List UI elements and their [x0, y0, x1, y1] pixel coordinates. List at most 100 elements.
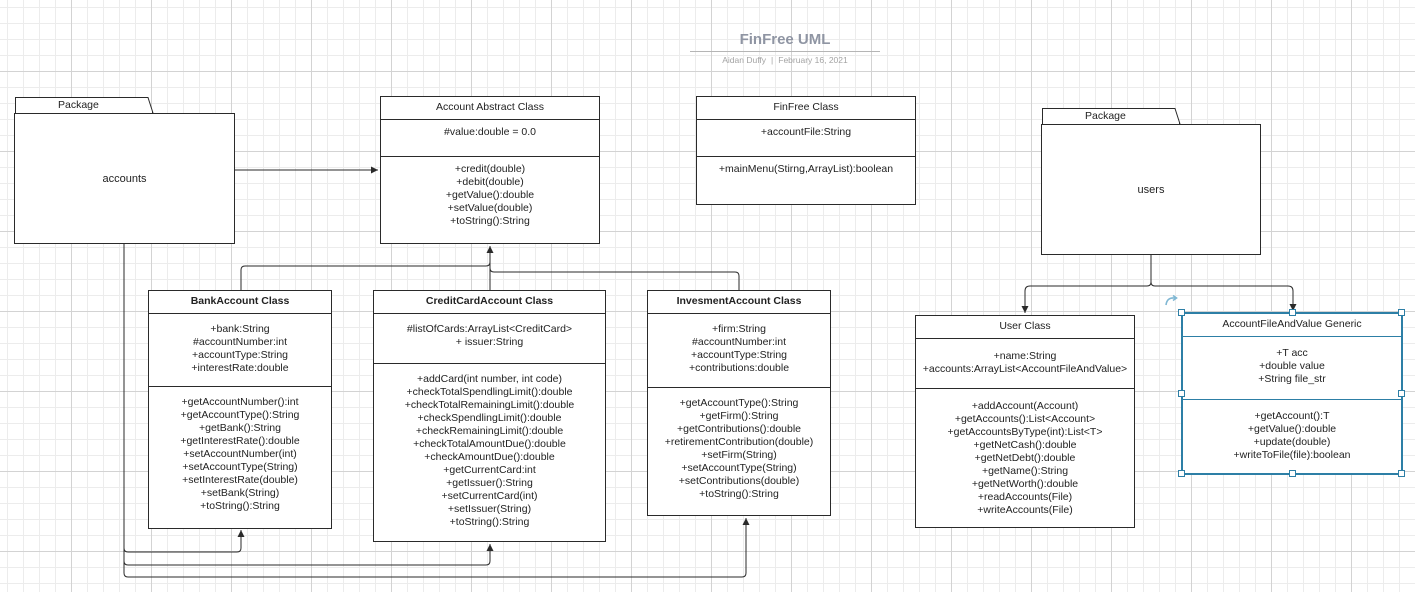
diagram-date: February 16, 2021: [778, 55, 848, 65]
method: +getContributions():double: [676, 423, 802, 435]
resize-handle-bottom-left[interactable]: [1178, 470, 1185, 477]
method: +mainMenu(Stirng,ArrayList):boolean: [718, 163, 894, 175]
class-name: InvesmentAccount Class: [648, 291, 830, 314]
bank-account-class[interactable]: BankAccount Class +bank:String #accountN…: [148, 290, 332, 529]
class-attributes: +firm:String #accountNumber:int +account…: [648, 314, 830, 388]
class-attributes: #listOfCards:ArrayList<CreditCard> + iss…: [374, 314, 605, 364]
method: +addAccount(Account): [971, 400, 1079, 412]
attribute: +double value: [1259, 360, 1325, 372]
method: +setIssuer(String): [447, 503, 532, 515]
method: +checkTotalSpendlingLimit():double: [406, 386, 573, 398]
class-methods: +getAccountNumber():int +getAccountType(…: [149, 387, 331, 513]
account-abstract-class[interactable]: Account Abstract Class #value:double = 0…: [380, 96, 600, 244]
method: +checkRemainingLimit():double: [415, 425, 564, 437]
method: +debit(double): [456, 176, 524, 188]
attribute: #accountNumber:int: [193, 336, 287, 348]
users-to-user-class-arrow: [1021, 255, 1152, 313]
method: +getNetWorth():double: [971, 478, 1079, 490]
credit-card-account-class[interactable]: CreditCardAccount Class #listOfCards:Arr…: [373, 290, 606, 542]
class-attributes: +T acc +double value +String file_str: [1183, 337, 1401, 400]
author-name: Aidan Duffy: [722, 55, 767, 65]
method: +toString():String: [200, 500, 280, 512]
attribute: + issuer:String: [455, 336, 524, 348]
attribute: #listOfCards:ArrayList<CreditCard>: [406, 323, 573, 335]
resize-handle-top-left[interactable]: [1178, 309, 1185, 316]
class-methods: +getAccountType():String +getFirm():Stri…: [648, 388, 830, 501]
method: +getFirm():String: [699, 410, 779, 422]
method: +getNetCash():double: [973, 439, 1077, 451]
class-name: AccountFileAndValue Generic: [1183, 314, 1401, 337]
method: +getIssuer():String: [446, 477, 533, 489]
method: +checkTotalRemainingLimit():double: [404, 399, 575, 411]
method: +update(double): [1253, 436, 1331, 448]
subtitle-separator: |: [771, 55, 774, 65]
rotate-icon[interactable]: [1163, 294, 1179, 308]
method: +setInterestRate(double): [182, 474, 298, 486]
method: +toString():String: [699, 488, 779, 500]
method: +getAccountType():String: [679, 397, 799, 409]
method: +credit(double): [454, 163, 526, 175]
attribute: +bank:String: [210, 323, 270, 335]
accounts-package[interactable]: accounts: [14, 113, 235, 244]
method: +getCurrentCard:int: [443, 464, 536, 476]
method: +getValue():double: [1247, 423, 1337, 435]
method: +toString():String: [449, 516, 530, 528]
method: +getAccountsByType(int):List<T>: [947, 426, 1103, 438]
method: +getAccounts():List<Account>: [954, 413, 1096, 425]
method: +getBank():String: [198, 422, 281, 434]
resize-handle-top-right[interactable]: [1398, 309, 1405, 316]
method: +getNetDebt():double: [974, 452, 1076, 464]
class-methods: +addCard(int number, int code) +checkTot…: [374, 364, 605, 529]
title-divider: [690, 51, 880, 52]
attribute: +accounts:ArrayList<AccountFileAndValue>: [922, 363, 1128, 375]
bank-inherits-account-line: [240, 246, 494, 290]
method: +setAccountNumber(int): [183, 448, 297, 460]
attribute: +accountType:String: [191, 349, 289, 361]
diagram-subtitle: Aidan Duffy | February 16, 2021: [690, 55, 880, 65]
class-attributes: +name:String +accounts:ArrayList<Account…: [916, 339, 1134, 389]
method: +getAccount():T: [1254, 410, 1330, 422]
method: +getName():String: [981, 465, 1069, 477]
attribute: #value:double = 0.0: [444, 126, 536, 138]
method: +setAccountType(String): [182, 461, 298, 473]
attribute: +contributions:double: [688, 362, 790, 374]
user-class[interactable]: User Class +name:String +accounts:ArrayL…: [915, 315, 1135, 528]
package-name: users: [1137, 183, 1165, 196]
diagram-title[interactable]: FinFree UML: [739, 31, 831, 48]
invest-inherits-account-line: [489, 267, 740, 290]
method: +getValue():double: [445, 189, 535, 201]
class-name: BankAccount Class: [149, 291, 331, 314]
class-methods: +getAccount():T +getValue():double +upda…: [1183, 400, 1401, 462]
resize-handle-left[interactable]: [1178, 390, 1185, 397]
account-file-and-value-generic[interactable]: AccountFileAndValue Generic +T acc +doub…: [1182, 313, 1402, 474]
accounts-package-tab-outline: [15, 97, 154, 114]
method: +setBank(String): [200, 487, 280, 499]
resize-handle-right[interactable]: [1398, 390, 1405, 397]
diagram-title-block: FinFree UML Aidan Duffy | February 16, 202…: [690, 30, 880, 65]
users-package-tab-outline: [1042, 108, 1181, 125]
method: +writeAccounts(File): [977, 504, 1073, 516]
method: +setCurrentCard(int): [441, 490, 538, 502]
attribute: +accountType:String: [690, 349, 788, 361]
resize-handle-bottom-right[interactable]: [1398, 470, 1405, 477]
attribute: +firm:String: [712, 323, 766, 335]
finfree-class[interactable]: FinFree Class +accountFile:String +mainM…: [696, 96, 916, 205]
resize-handle-top[interactable]: [1289, 309, 1296, 316]
class-attributes: #value:double = 0.0: [381, 120, 599, 157]
resize-handle-bottom[interactable]: [1289, 470, 1296, 477]
users-package[interactable]: users: [1041, 124, 1261, 255]
class-methods: +addAccount(Account) +getAccounts():List…: [916, 389, 1134, 517]
method: +checkSpendlingLimit():double: [417, 412, 562, 424]
investment-account-class[interactable]: InvesmentAccount Class +firm:String #acc…: [647, 290, 831, 516]
attribute: #accountNumber:int: [692, 336, 786, 348]
method: +readAccounts(File): [977, 491, 1073, 503]
method: +getInterestRate():double: [180, 435, 300, 447]
class-methods: +mainMenu(Stirng,ArrayList):boolean: [697, 157, 915, 176]
attribute: +interestRate:double: [191, 362, 289, 374]
attribute: +T acc: [1276, 347, 1308, 359]
class-name: FinFree Class: [697, 97, 915, 120]
package-to-credit-arrow: [123, 544, 494, 566]
package-name: accounts: [102, 172, 147, 185]
class-methods: +credit(double) +debit(double) +getValue…: [381, 157, 599, 228]
method: +checkAmountDue():double: [424, 451, 555, 463]
